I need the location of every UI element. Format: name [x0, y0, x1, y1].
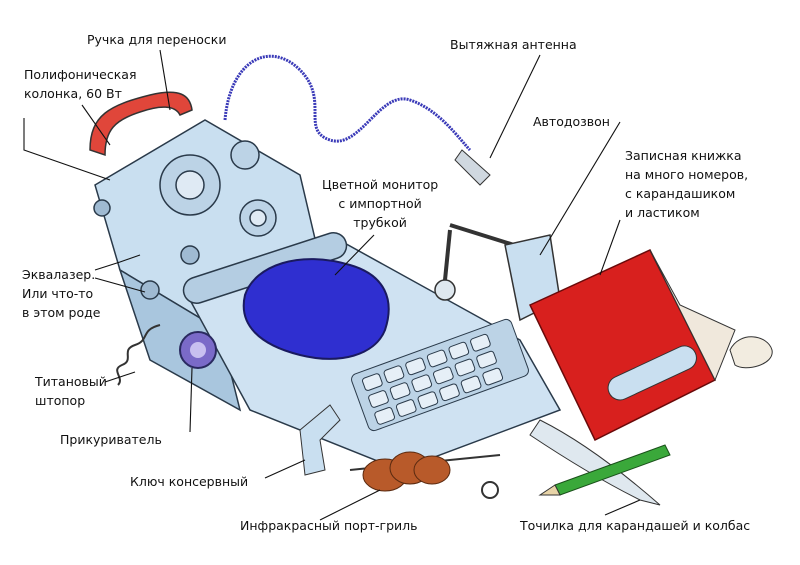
carry-handle — [89, 91, 193, 157]
can-opener — [299, 404, 341, 476]
equalizer-knob — [93, 199, 111, 217]
label-corkscrew: Титановый штопор — [35, 372, 107, 410]
label-antenna: Вытяжная антенна — [450, 37, 577, 52]
label-notebook-line-2: на много номеров, — [625, 167, 749, 182]
notebook — [528, 249, 736, 442]
label-equalizer: Эквалазер. Или что-то в этом роде — [22, 265, 100, 322]
antenna-cable — [223, 54, 472, 152]
keyboard — [351, 318, 529, 432]
label-equalizer-line-2: Или что-то — [22, 286, 94, 301]
label-notebook-line-1: Записная книжка — [625, 148, 742, 163]
label-notebook-line-4: и ластиком — [625, 205, 700, 220]
label-monitor-line-2: с импортной — [338, 196, 422, 211]
label-corkscrew-line-1: Титановый — [35, 374, 107, 389]
label-can-opener: Ключ консервный — [130, 474, 249, 489]
label-monitor-line-1: Цветной монитор — [322, 177, 439, 192]
label-notebook: Записная книжка на много номеров, с кара… — [625, 146, 748, 222]
antenna-clip — [454, 149, 491, 186]
label-sharpener: Точилка для карандашей и колбас — [520, 518, 751, 533]
ir-port-grill — [349, 451, 501, 499]
label-equalizer-line-3: в этом роде — [22, 305, 101, 320]
label-notebook-line-3: с карандашиком — [625, 186, 736, 201]
label-speaker-line-1: Полифоническая — [24, 67, 137, 82]
leader-lines — [23, 49, 641, 521]
label-lighter: Прикуриватель — [60, 432, 162, 447]
label-ir-port: Инфракрасный порт-гриль — [240, 518, 418, 533]
color-monitor-screen — [242, 258, 390, 360]
pencil — [538, 444, 671, 496]
label-speaker-line-2: колонка, 60 Вт — [24, 86, 122, 101]
label-autodial: Автодозвон — [533, 114, 610, 129]
label-carry-handle: Ручка для переноски — [87, 32, 227, 47]
corkscrew — [116, 324, 161, 386]
eraser — [729, 336, 773, 369]
label-monitor: Цветной монитор с импортной трубкой — [322, 175, 438, 232]
label-monitor-line-3: трубкой — [353, 215, 407, 230]
label-speaker: Полифоническая колонка, 60 Вт — [24, 65, 136, 103]
label-equalizer-line-1: Эквалазер. — [22, 267, 96, 282]
sharpener-blade — [529, 419, 661, 506]
label-corkscrew-line-2: штопор — [35, 393, 86, 408]
